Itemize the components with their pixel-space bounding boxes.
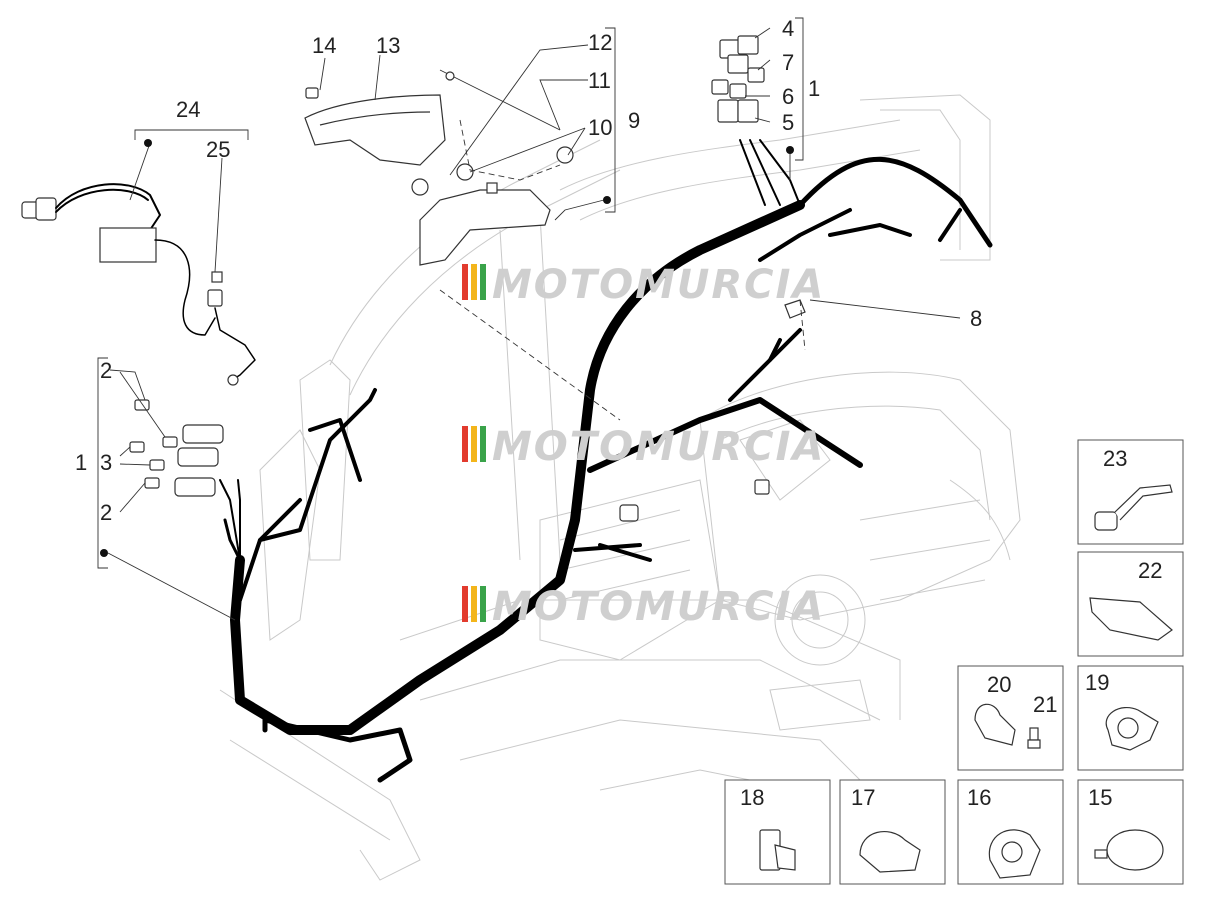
- callout-14: 14: [312, 33, 336, 58]
- inset-part-20-21: [957, 665, 1064, 771]
- callout-24: 24: [176, 97, 200, 122]
- callout-1-left: 1: [75, 450, 87, 475]
- callout-20: 20: [987, 672, 1011, 697]
- callout-25: 25: [206, 137, 230, 162]
- callout-3: 3: [100, 450, 112, 475]
- callout-13: 13: [376, 33, 400, 58]
- inset-part-15: [1077, 779, 1184, 885]
- callout-12: 12: [588, 30, 612, 55]
- callout-8: 8: [970, 306, 982, 331]
- dashed-guides: [439, 119, 806, 421]
- callout-5: 5: [782, 110, 794, 135]
- callout-18: 18: [740, 785, 764, 810]
- inset-part-22: [1077, 551, 1184, 657]
- callout-6: 6: [782, 84, 794, 109]
- watermark-text: MOTOMURCIA: [492, 424, 825, 470]
- callout-15: 15: [1088, 785, 1112, 810]
- inset-part-23: [1077, 439, 1184, 545]
- watermark-text: MOTOMURCIA: [492, 262, 825, 308]
- callout-9: 9: [628, 108, 640, 133]
- auxiliary-wiring: [21, 183, 256, 386]
- relay-cluster: [711, 35, 765, 123]
- callout-1-top: 1: [808, 76, 820, 101]
- inset-part-19: [1077, 665, 1184, 771]
- fuse-group: [129, 399, 224, 497]
- callout-2-lower: 2: [100, 500, 112, 525]
- inset-part-17: [839, 779, 946, 885]
- main-wiring-harness: [219, 139, 993, 783]
- watermark-1: MOTOMURCIA: [462, 262, 825, 308]
- bullet-dots: [100, 139, 794, 557]
- watermark-3: MOTOMURCIA: [462, 584, 825, 630]
- callout-16: 16: [967, 785, 991, 810]
- watermark-2: MOTOMURCIA: [462, 424, 825, 470]
- inset-part-16: [957, 779, 1064, 885]
- callout-7: 7: [782, 50, 794, 75]
- callout-23: 23: [1103, 446, 1127, 471]
- callout-21: 21: [1033, 692, 1057, 717]
- inset-part-18: [724, 779, 831, 885]
- bracket-assembly: [304, 69, 574, 266]
- callout-10: 10: [588, 115, 612, 140]
- callout-22: 22: [1138, 558, 1162, 583]
- scooter-frame-drawing: [219, 94, 1021, 881]
- callout-11: 11: [588, 68, 611, 93]
- watermark-text: MOTOMURCIA: [492, 584, 825, 630]
- callout-17: 17: [851, 785, 875, 810]
- callout-numbers: 24 25 14 13 12 11 10 9 4 7 6 1 5 8 2 1 3…: [75, 16, 1162, 810]
- callout-4: 4: [782, 16, 794, 41]
- callout-2-upper: 2: [100, 358, 112, 383]
- callout-brackets: [97, 17, 961, 621]
- callout-19: 19: [1085, 670, 1109, 695]
